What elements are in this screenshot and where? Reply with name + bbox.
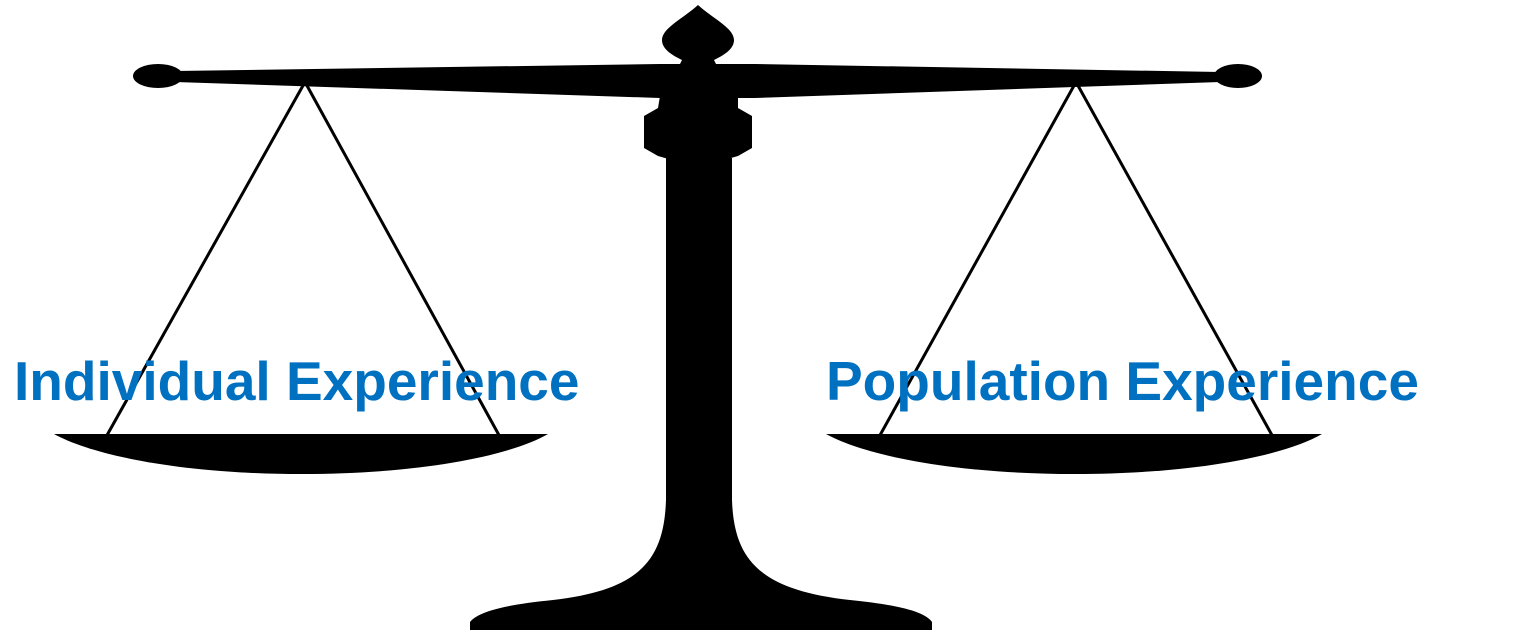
left-pan-chains [104,81,502,438]
right-scale-pan [826,434,1322,474]
scale-collar [644,96,752,160]
right-beam-knob [1214,64,1262,88]
left-beam-knob [133,64,183,88]
population-experience-label: Population Experience [826,350,1419,412]
right-pan-chains [877,81,1275,438]
left-scale-pan [54,434,548,474]
individual-experience-label: Individual Experience [14,350,580,412]
scale-column [470,158,932,630]
scale-finial [662,5,734,68]
scale-beam [175,64,1220,98]
